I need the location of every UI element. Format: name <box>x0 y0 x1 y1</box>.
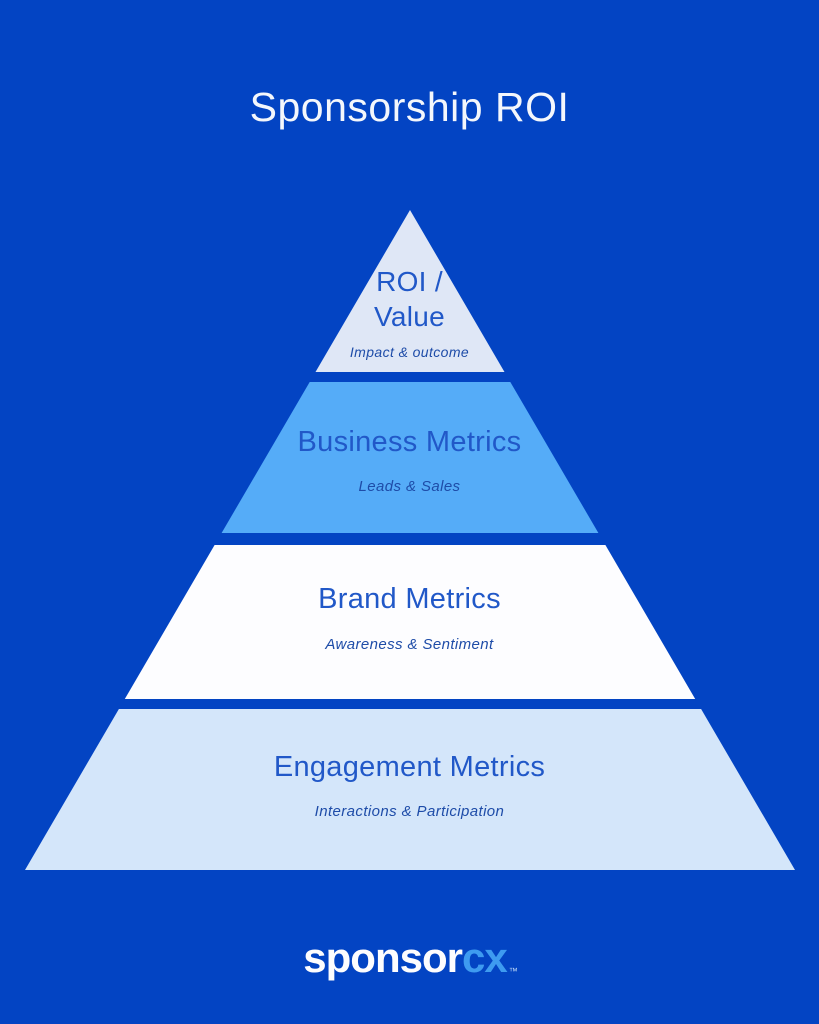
tier-heading-line2: Value <box>373 301 446 332</box>
tier-heading: Brand Metrics <box>318 583 501 615</box>
trademark-mark: ™ <box>508 966 518 976</box>
pyramid-tier-business-metrics: Business Metrics Leads & Sales <box>221 382 599 533</box>
pyramid-tier-engagement-metrics: Engagement Metrics Interactions & Partic… <box>25 709 795 870</box>
tier-subtitle: Awareness & Sentiment <box>325 636 494 653</box>
tier-heading: ROI / Value <box>316 264 505 334</box>
pyramid-tier-roi-value: ROI / Value Impact & outcome <box>315 210 505 372</box>
logo-cx-text: cx <box>461 934 508 981</box>
tier-subtitle: Interactions & Participation <box>314 803 505 820</box>
pyramid-tier-brand-metrics: Brand Metrics Awareness & Sentiment <box>124 545 696 699</box>
page-title: Sponsorship ROI <box>249 84 570 130</box>
tier-subtitle: Impact & outcome <box>349 344 470 360</box>
tier-heading: Engagement Metrics <box>273 751 546 783</box>
tier-heading-line1: ROI / <box>376 266 443 297</box>
tier-heading: Business Metrics <box>297 426 522 458</box>
logo-sponsor-text: sponsor <box>303 934 463 981</box>
tier-subtitle: Leads & Sales <box>358 478 461 495</box>
